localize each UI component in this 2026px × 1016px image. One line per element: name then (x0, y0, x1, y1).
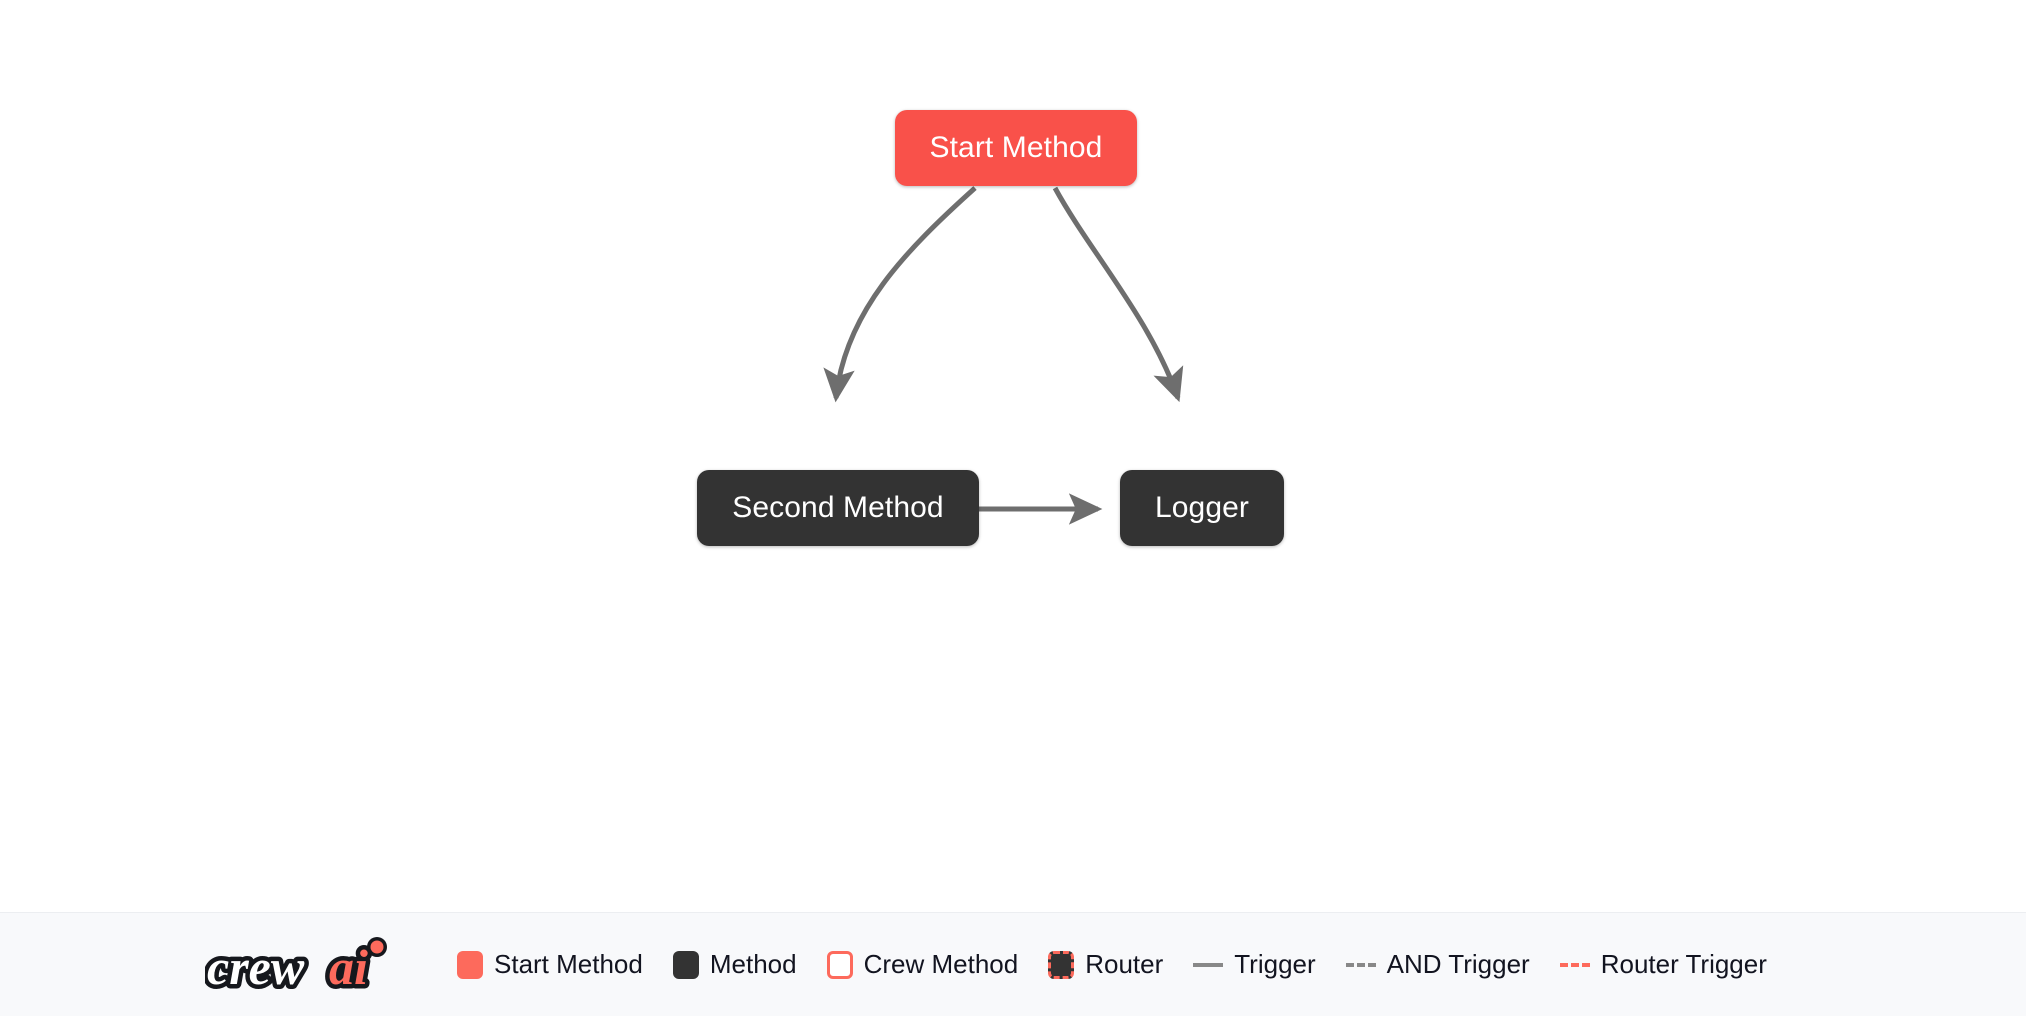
legend-label: Router (1085, 949, 1164, 979)
logo-text-accent: ai (329, 939, 368, 995)
logo-text-outline-accent: ai (329, 939, 368, 995)
logo-text-outline-primary: crew (207, 939, 305, 995)
flow-node-logger[interactable]: Logger (1120, 470, 1284, 546)
flow-node-label: Start Method (929, 131, 1103, 164)
legend-bar: crew crew ai ai Start Method Method Crew… (0, 912, 2026, 1016)
legend-item-router-trigger[interactable]: Router Trigger (1559, 949, 1767, 980)
flow-node-label: Logger (1154, 491, 1249, 524)
crewai-logo-icon: crew crew ai ai (205, 934, 387, 996)
legend-label: AND Trigger (1386, 949, 1530, 979)
edge-start-to-logger (1052, 186, 1184, 403)
logo-text-primary: crew (207, 939, 305, 995)
legend-label: Start Method (494, 949, 643, 979)
legend-item-start-method[interactable]: Start Method (457, 949, 643, 980)
method-swatch-icon (672, 950, 699, 979)
legend-item-crew-method[interactable]: Crew Method (826, 949, 1019, 980)
legend-item-method[interactable]: Method (672, 949, 797, 980)
start-method-swatch-icon (457, 950, 483, 979)
legend-label: Method (709, 949, 797, 979)
legend-item-and-trigger[interactable]: AND Trigger (1345, 949, 1530, 980)
crew-method-swatch-icon (826, 950, 853, 979)
router-swatch-icon (1048, 950, 1075, 979)
legend-label: Router Trigger (1600, 949, 1767, 979)
logo-dot (370, 940, 384, 953)
flow-node-label: Second Method (732, 491, 944, 524)
flow-node-start-method[interactable]: Start Method (895, 110, 1137, 186)
legend-items: Start Method Method Crew Method Router T… (457, 949, 1767, 980)
legend-label: Trigger (1234, 949, 1316, 979)
and-trigger-line-icon (1345, 962, 1376, 967)
router-trigger-line-icon (1559, 962, 1590, 967)
legend-item-router[interactable]: Router (1048, 949, 1163, 980)
edge-start-to-second (823, 186, 977, 403)
graph-canvas[interactable]: Start Method Second Method Logger (0, 0, 2026, 912)
legend-item-trigger[interactable]: Trigger (1193, 949, 1316, 980)
flow-node-second-method[interactable]: Second Method (697, 470, 979, 546)
trigger-line-icon (1193, 962, 1224, 967)
legend-label: Crew Method (863, 949, 1019, 979)
